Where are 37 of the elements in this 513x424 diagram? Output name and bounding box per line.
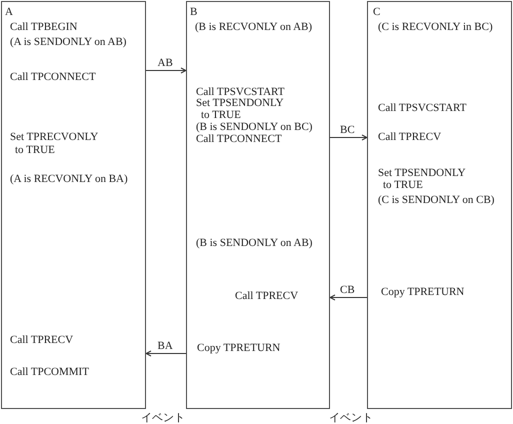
step-text: Call TPRECV [10,334,74,346]
event-label: イベント [329,411,373,424]
step-text: (B is RECVONLY on AB) [195,21,312,33]
process-box [1,1,146,409]
step-text: (A is RECVONLY on BA) [10,173,128,185]
edge-label: BA [156,340,174,352]
step-text: Set TPSENDONLY to TRUE [378,167,466,191]
step-text: (C is RECVONLY in BC) [378,21,493,33]
step-text: (C is SENDONLY on CB) [378,194,494,206]
event-label: イベント [141,411,185,424]
step-text: Call TPBEGIN [10,21,78,33]
column-heading: B [190,6,198,18]
step-text: (B is SENDONLY on AB) [196,237,312,249]
step-text: Copy TPRETURN [197,342,280,354]
column-heading: A [5,6,13,18]
arrow [146,68,186,74]
step-text: (A is SENDONLY on AB) [10,36,126,48]
step-text: Call TPRECV [378,131,442,143]
process-box [367,1,512,409]
edge-label: AB [156,57,174,69]
edge-label: CB [339,284,356,296]
step-text: Call TPCONNECT [196,133,282,145]
edge-label: BC [339,124,356,136]
step-text: Call TPSVCSTART [378,102,466,114]
arrow [330,294,368,300]
step-text: Call TPCOMMIT [10,366,89,378]
arrow [330,134,368,140]
step-text: Copy TPRETURN [381,286,464,298]
column-heading: C [373,6,380,18]
step-text: Call TPCONNECT [10,71,96,83]
step-text: Set TPSENDONLY to TRUE [196,97,284,121]
step-text: (B is SENDONLY on BC) [196,121,312,133]
arrow [146,350,186,356]
process-box [186,1,330,409]
step-text: Set TPRECVONLY to TRUE [10,131,99,157]
step-text: Call TPSVCSTART [196,86,284,98]
step-text: Call TPRECV [235,290,298,302]
